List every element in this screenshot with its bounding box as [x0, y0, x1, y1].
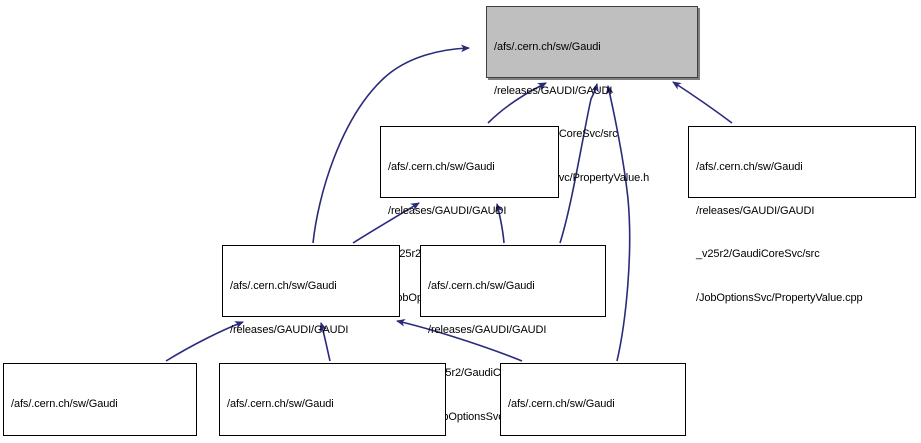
node-label-line: /releases/GAUDI/GAUDI	[428, 323, 547, 336]
node-label-line: /releases/GAUDI/GAUDI	[696, 204, 815, 217]
node-catalog-h[interactable]: /afs/.cern.ch/sw/Gaudi /releases/GAUDI/G…	[222, 245, 400, 423]
node-propertyvalue-h[interactable]: /afs/.cern.ch/sw/Gaudi /releases/GAUDI/G…	[486, 6, 698, 184]
node-joboptionssvc-cpp[interactable]: /afs/.cern.ch/sw/Gaudi /releases/GAUDI/G…	[219, 363, 446, 443]
node-catalog-cpp[interactable]: /afs/.cern.ch/sw/Gaudi /releases/GAUDI/G…	[3, 363, 197, 443]
node-label-line: /afs/.cern.ch/sw/Gaudi	[388, 161, 495, 173]
node-label-line: /releases/GAUDI/GAUDI	[227, 441, 439, 443]
node-label-line: /afs/.cern.ch/sw/Gaudi	[494, 41, 601, 53]
node-label-line: _v25r2/GaudiCoreSvc/src	[696, 248, 820, 260]
node-label-line: /JobOptionsSvc/PropertyValue.cpp	[696, 291, 863, 304]
node-label-line: /releases/GAUDI/GAUDI	[494, 84, 613, 97]
node-label-line: /afs/.cern.ch/sw/Gaudi	[696, 161, 803, 173]
node-label-line: /afs/.cern.ch/sw/Gaudi	[230, 280, 337, 292]
node-propertyvalue-cpp[interactable]: /afs/.cern.ch/sw/Gaudi /releases/GAUDI/G…	[688, 126, 916, 304]
node-property-cpp[interactable]: /afs/.cern.ch/sw/Gaudi /releases/GAUDI/G…	[420, 245, 606, 423]
node-label-line: /afs/.cern.ch/sw/Gaudi	[11, 398, 118, 410]
node-label-line: /releases/GAUDI/GAUDI	[11, 441, 190, 443]
node-label-line: /releases/GAUDI/GAUDI	[230, 323, 349, 336]
node-label-line: /afs/.cern.ch/sw/Gaudi	[227, 398, 334, 410]
node-label-line: /releases/GAUDI/GAUDI	[388, 204, 507, 217]
node-label-line: /afs/.cern.ch/sw/Gaudi	[508, 398, 615, 410]
node-analyzer-cpp[interactable]: /afs/.cern.ch/sw/Gaudi /releases/GAUDI/G…	[500, 363, 686, 443]
node-property-h[interactable]: /afs/.cern.ch/sw/Gaudi /releases/GAUDI/G…	[380, 126, 559, 304]
node-label-line: /releases/GAUDI/GAUDI	[508, 441, 679, 443]
node-label-line: /afs/.cern.ch/sw/Gaudi	[428, 280, 535, 292]
